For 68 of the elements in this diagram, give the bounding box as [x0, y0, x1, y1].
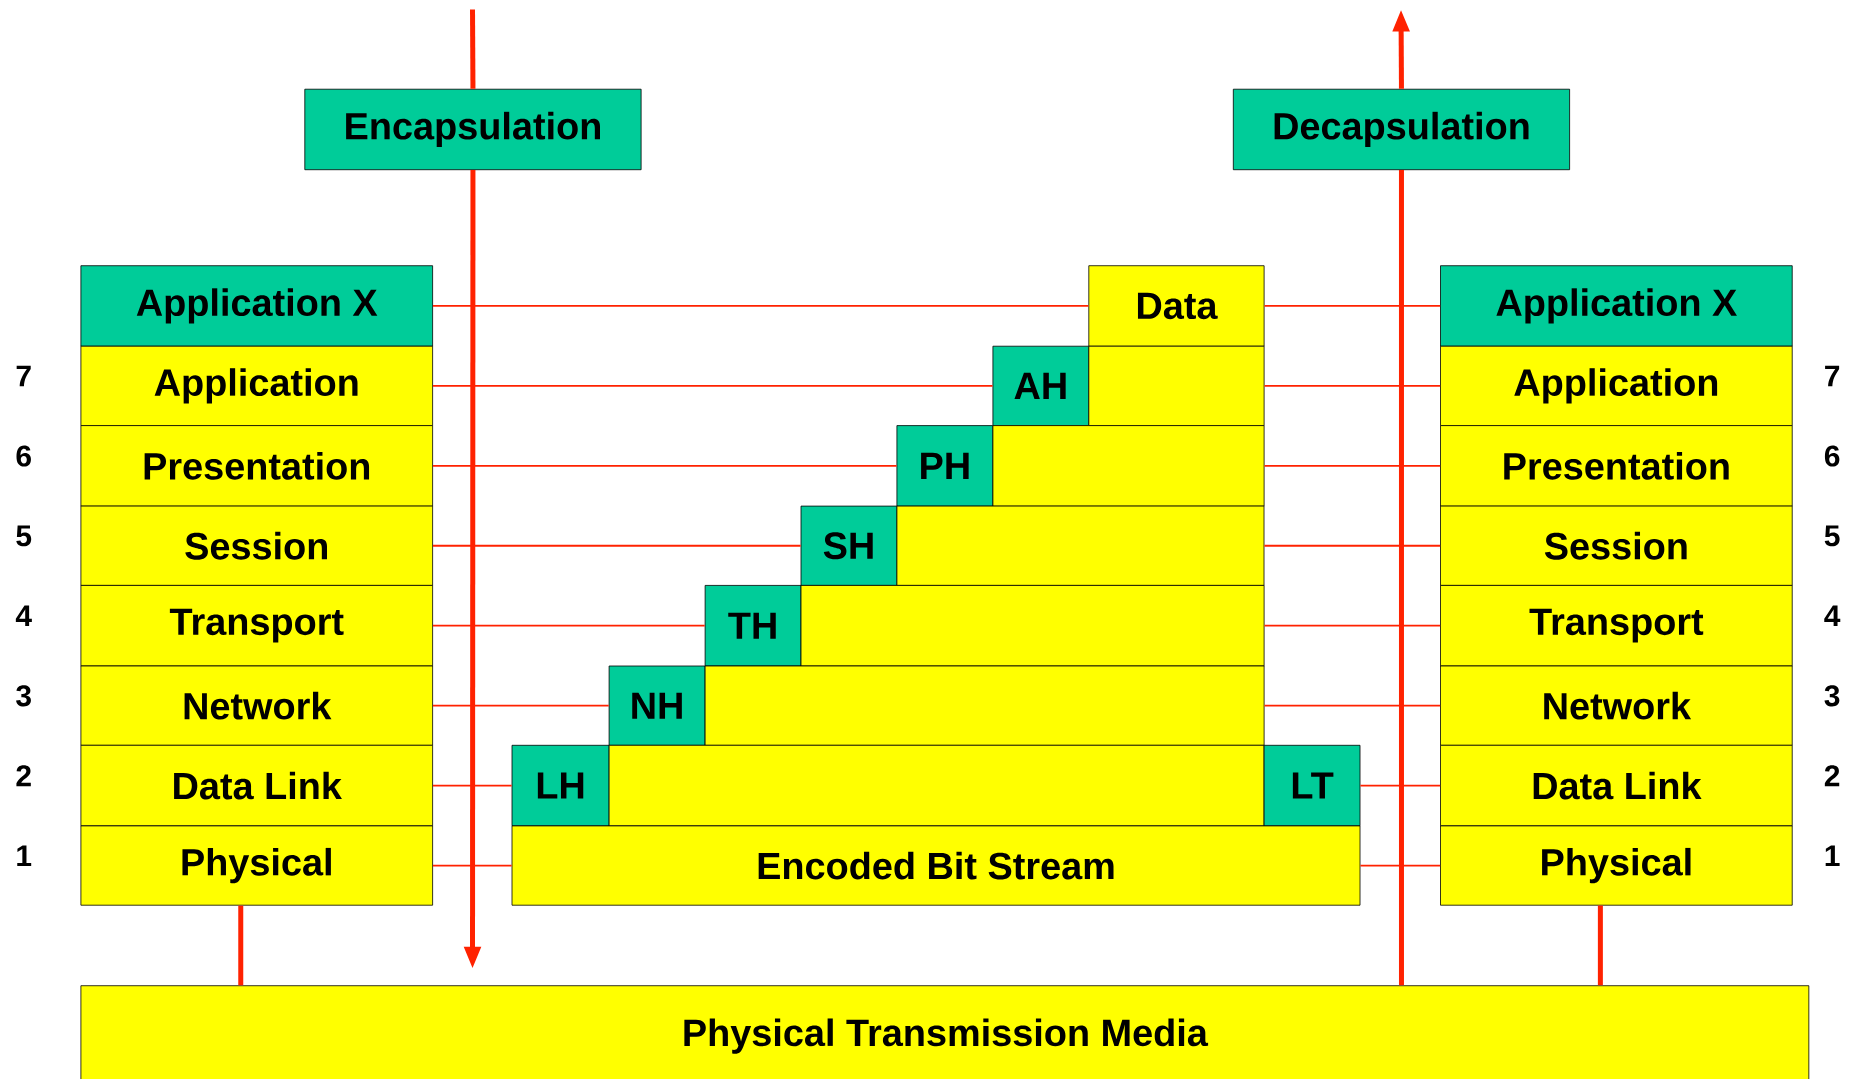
- connector-line: [1263, 305, 1441, 307]
- payload-box: [992, 425, 1265, 507]
- layer-box: Presentation: [80, 425, 433, 507]
- layer-box: Application: [80, 345, 433, 426]
- connector-line: [432, 464, 898, 467]
- layer-number: 7: [16, 365, 31, 387]
- layer-number: 6: [16, 445, 31, 467]
- connector-line: [432, 305, 1090, 307]
- layer-box: Transport: [80, 585, 433, 667]
- connector-line: [432, 784, 513, 787]
- layer-box: Session: [1440, 505, 1793, 586]
- trailer-box: LT: [1263, 744, 1361, 827]
- layer-number: 6: [1824, 445, 1840, 467]
- connector-line: [1263, 384, 1441, 387]
- layer-number: 2: [16, 765, 31, 787]
- header-box: NH: [608, 665, 706, 746]
- layer-box: Data Link: [1440, 744, 1793, 827]
- header-box: SH: [800, 505, 898, 586]
- layer-box: Data Link: [80, 744, 433, 827]
- layer-number: 1: [17, 845, 32, 866]
- media-bar: Physical Transmission Media: [80, 985, 1810, 1079]
- connector-line: [432, 704, 610, 707]
- connector-line: [1263, 704, 1441, 707]
- layer-number: 4: [15, 605, 32, 627]
- connector-line: [1359, 784, 1441, 787]
- connector-line: [432, 864, 513, 867]
- payload-box: [1088, 345, 1265, 426]
- bit-stream-box: Encoded Bit Stream: [511, 825, 1361, 906]
- layer-box: Application X: [80, 265, 433, 347]
- connector-line: [432, 544, 802, 547]
- payload-box: [800, 585, 1265, 667]
- label-box: Encapsulation: [304, 88, 642, 171]
- payload-box: [704, 665, 1265, 746]
- header-box: PH: [896, 425, 994, 507]
- payload-box: [608, 744, 1265, 827]
- layer-number: 3: [16, 685, 31, 707]
- connector-line: [238, 905, 244, 986]
- layer-number: 2: [1824, 765, 1840, 787]
- label-box: Decapsulation: [1232, 88, 1570, 171]
- connector-line: [1597, 905, 1603, 986]
- layer-box: Application X: [1440, 265, 1793, 347]
- layer-box: Application: [1440, 345, 1793, 426]
- header-box: LH: [511, 744, 610, 827]
- connector-line: [432, 624, 706, 627]
- header-box: AH: [992, 345, 1090, 426]
- connector-line: [1359, 864, 1441, 867]
- layer-number: 7: [1825, 365, 1840, 387]
- layer-number: 3: [1824, 685, 1840, 707]
- layer-box: Presentation: [1440, 425, 1793, 507]
- connector-line: [432, 384, 994, 387]
- connector-line: [1263, 624, 1441, 627]
- layer-box: Network: [1440, 665, 1793, 746]
- layer-box: Network: [80, 665, 433, 746]
- connector-line: [1398, 170, 1404, 986]
- layer-box: Physical: [1440, 825, 1793, 906]
- layer-number: 4: [1824, 605, 1841, 627]
- layer-number: 5: [16, 525, 32, 547]
- header-box: TH: [704, 585, 802, 667]
- payload-box: [896, 505, 1265, 586]
- connector-line: [1263, 544, 1441, 547]
- layer-box: Transport: [1440, 585, 1793, 667]
- data-box: Data: [1088, 265, 1265, 347]
- connector-line: [470, 9, 476, 89]
- layer-box: Session: [80, 505, 433, 586]
- layer-box: Physical: [80, 825, 433, 906]
- layer-number: 1: [1825, 845, 1840, 866]
- layer-number: 5: [1824, 525, 1840, 547]
- connector-line: [1263, 464, 1441, 467]
